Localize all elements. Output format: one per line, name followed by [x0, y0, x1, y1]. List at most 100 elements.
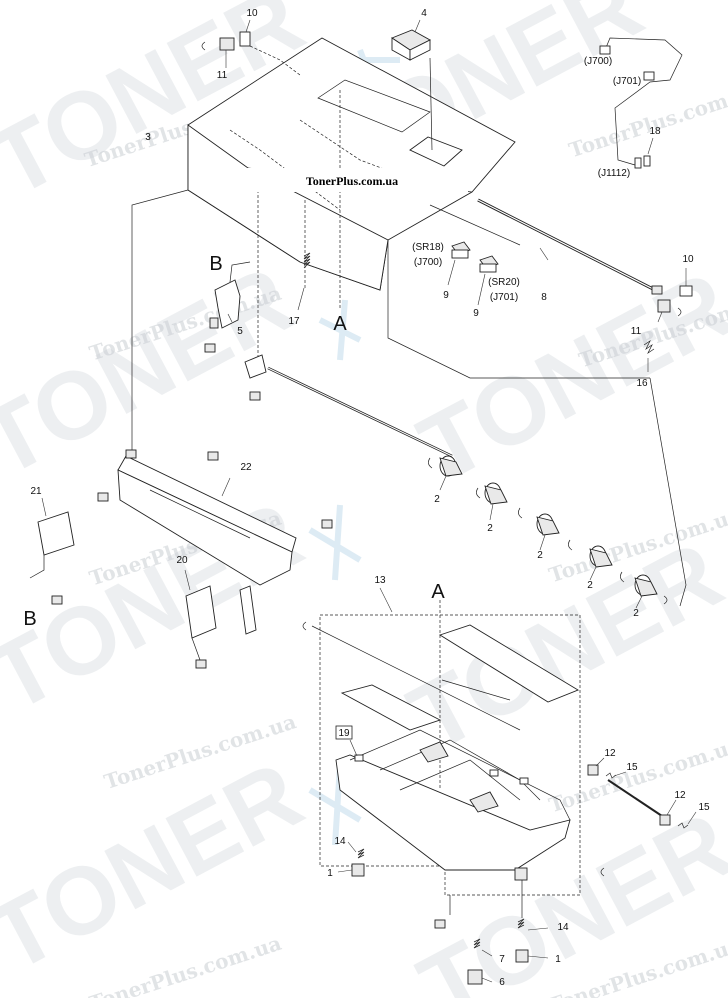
bracket-21 — [37, 511, 75, 556]
leader-line — [337, 869, 353, 873]
connector-j700 — [599, 45, 611, 55]
e-ring — [600, 867, 605, 877]
callout-4: 4 — [421, 8, 427, 19]
callout-2: 2 — [587, 580, 593, 591]
connector-18 — [643, 155, 651, 167]
screw — [195, 659, 207, 669]
label-sr20: (SR20) — [488, 277, 520, 288]
frame-outline-line — [387, 240, 650, 379]
e-ring — [663, 595, 668, 605]
roller-body — [536, 516, 560, 536]
sensor-sr18-body — [451, 249, 469, 259]
tray-pad — [519, 777, 529, 785]
callout-13: 13 — [374, 575, 386, 586]
callout-14: 14 — [557, 922, 569, 933]
callout-2: 2 — [434, 494, 440, 505]
gear-12 — [587, 764, 599, 776]
callout-12: 12 — [604, 748, 616, 759]
callout-10: 10 — [246, 8, 258, 19]
callout-17: 17 — [288, 316, 300, 327]
spring-14 — [357, 848, 365, 859]
spring-16 — [643, 339, 655, 355]
bracket-20 — [185, 585, 217, 639]
e-ring — [302, 621, 307, 631]
callout-11: 11 — [217, 70, 228, 81]
leader-line — [481, 977, 493, 983]
tray-shaft — [607, 779, 666, 819]
leader-line — [349, 739, 358, 757]
roller — [536, 513, 560, 536]
roller — [589, 545, 613, 568]
alignment-line — [441, 679, 511, 701]
assembly-13-boundary — [319, 614, 581, 896]
spring-7 — [473, 938, 481, 949]
connector-j701 — [643, 71, 655, 81]
label-j1112: (J1112) — [598, 168, 630, 179]
callout-9: 9 — [473, 308, 479, 319]
screw — [207, 451, 219, 461]
shaft-end-gear — [651, 285, 663, 295]
callout-9: 9 — [443, 290, 449, 301]
roller-body — [484, 485, 508, 505]
alignment-line — [429, 57, 433, 151]
leader-line — [481, 949, 493, 957]
leader-line — [447, 259, 456, 286]
foot-1 — [515, 949, 529, 963]
label-j701: (J701) — [490, 292, 518, 303]
shaft-8-assembly — [387, 198, 693, 379]
harness-wire — [604, 37, 683, 166]
leader-line — [221, 477, 231, 497]
tray-pad — [489, 769, 499, 777]
tray-base — [335, 754, 571, 871]
foot-6 — [467, 969, 483, 985]
tray-mechanism — [469, 791, 499, 813]
hinge-bracket — [219, 37, 235, 51]
left-hinge-assembly — [201, 19, 301, 76]
screw — [125, 449, 137, 459]
top-cover-slot — [409, 136, 463, 167]
header-label: TonerPlus.com.ua — [306, 174, 398, 188]
gear-12 — [659, 814, 671, 826]
feed-shaft-assembly — [131, 189, 687, 609]
callout-3: 3 — [145, 132, 151, 143]
wire-harness-18 — [599, 37, 683, 169]
leader-line — [613, 771, 627, 777]
leader-line — [227, 313, 233, 323]
guide-22-assembly — [97, 449, 333, 586]
roller — [484, 482, 508, 505]
spring-15 — [605, 772, 617, 779]
leader-line — [297, 287, 305, 311]
leader-line — [635, 595, 643, 609]
label-j700: (J700) — [414, 257, 442, 268]
frame-outline-line — [649, 377, 687, 607]
roller-body — [634, 577, 658, 597]
leader-line — [687, 811, 697, 825]
hinge-11-right — [657, 299, 671, 313]
bottom-parts — [337, 841, 549, 985]
label-sr18: (SR18) — [412, 242, 444, 253]
callout-19: 19 — [338, 728, 350, 739]
label-a: A — [333, 313, 347, 335]
guide-22-edge — [149, 489, 251, 539]
tray-inner-rail — [399, 759, 521, 801]
bracket-21-arm — [29, 555, 45, 579]
callout-7: 7 — [499, 954, 505, 965]
callout-11: 11 — [631, 326, 642, 337]
hidden-edge — [249, 45, 301, 76]
callout-2: 2 — [633, 608, 639, 619]
e-ring — [568, 539, 573, 551]
leader-line — [527, 927, 549, 931]
leader-line — [41, 497, 47, 517]
feed-shaft-highlight — [267, 367, 453, 457]
callout-10: 10 — [682, 254, 694, 265]
alignment-line — [311, 625, 521, 731]
bracket-5 — [214, 279, 241, 329]
callout-15: 15 — [626, 762, 638, 773]
callout-1: 1 — [555, 954, 561, 965]
tray-guide-plate — [340, 684, 442, 731]
callout-8: 8 — [541, 292, 547, 303]
leader-line — [439, 475, 447, 491]
leader-line — [539, 247, 549, 261]
sensor-sr20-body — [479, 263, 497, 273]
